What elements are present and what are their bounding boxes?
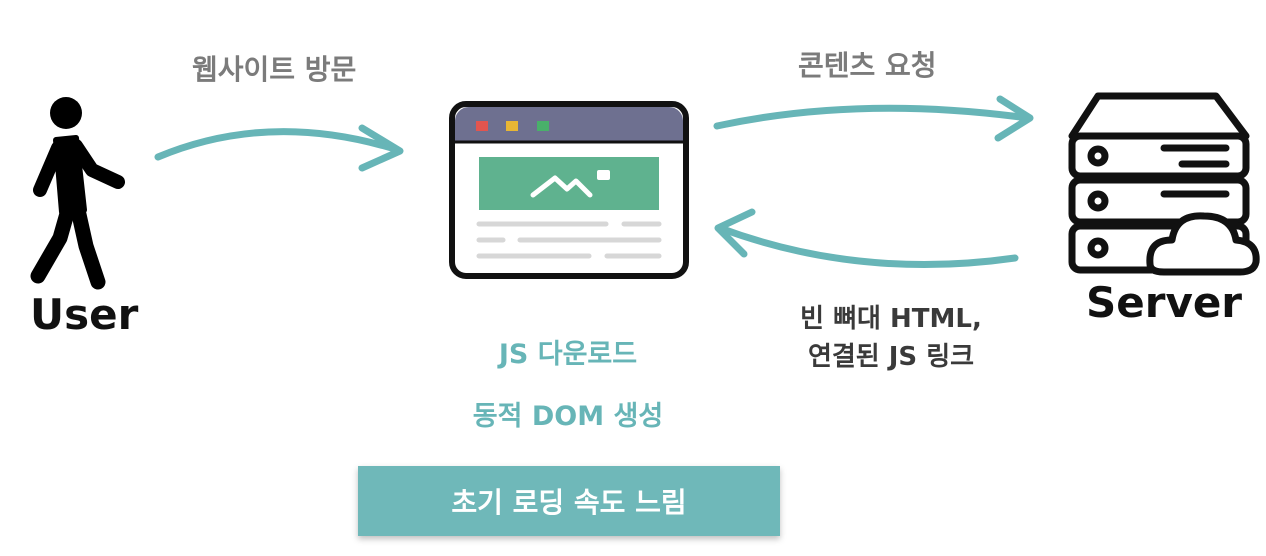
dom-create-label: 동적 DOM 생성	[472, 401, 664, 432]
request-label: 콘텐츠 요청	[798, 49, 937, 82]
response-note-line2: 연결된 JS 링크	[807, 342, 975, 372]
js-download-label: JS 다운로드	[498, 339, 638, 370]
slow-loading-banner: 초기 로딩 속도 느림	[358, 466, 780, 536]
visit-label: 웹사이트 방문	[192, 53, 357, 86]
server-label: Server	[1086, 278, 1243, 327]
response-note-line1: 빈 뼈대 HTML,	[800, 304, 982, 334]
banner-text: 초기 로딩 속도 느림	[451, 486, 687, 519]
visit-arrow	[154, 124, 404, 172]
response-note: 빈 뼈대 HTML, 연결된 JS 링크	[776, 300, 1006, 376]
request-arrow	[713, 95, 1034, 142]
response-arrow	[714, 208, 1019, 269]
user-label: User	[30, 290, 139, 339]
